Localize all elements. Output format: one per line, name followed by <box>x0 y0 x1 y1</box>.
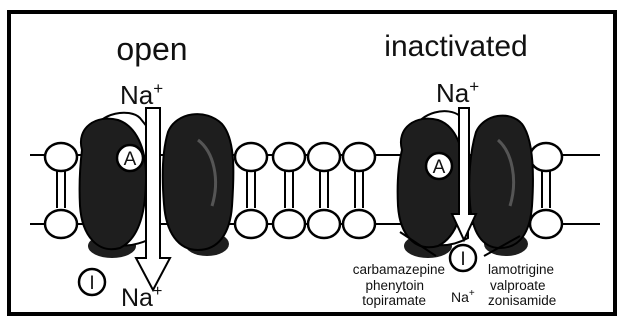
open-sodium-top-charge: + <box>153 79 163 98</box>
open-activation-gate-label: A <box>124 149 137 170</box>
state-title-inactivated: inactivated <box>384 30 527 63</box>
state-title-open: open <box>116 31 187 67</box>
drug-topiramate: topiramate <box>362 293 426 308</box>
inactivated-activation-gate: A <box>426 153 452 179</box>
inactivated-sodium-bottom-charge: + <box>469 288 475 299</box>
open-sodium-bottom-charge: + <box>153 283 162 300</box>
inactivated-inactivation-gate: I <box>450 245 476 271</box>
inactivated-inactivation-gate-label: I <box>460 249 465 270</box>
inactivated-sodium-top-charge: + <box>469 77 479 96</box>
drug-valproate: valproate <box>490 278 546 293</box>
drug-carbamazepine: carbamazepine <box>353 262 445 277</box>
open-inactivation-gate: I <box>79 269 105 295</box>
drug-lamotrigine: lamotrigine <box>488 262 554 277</box>
inactivated-activation-gate-label: A <box>433 157 446 178</box>
drug-zonisamide: zonisamide <box>488 293 556 308</box>
open-sodium-top-symbol: Na <box>120 80 154 110</box>
open-channel-right-subunit <box>163 114 234 250</box>
inactivated-sodium-top-symbol: Na <box>436 78 470 108</box>
open-sodium-bottom-symbol: Na <box>121 284 153 312</box>
open-activation-gate: A <box>117 145 143 171</box>
inactivated-sodium-bottom-symbol: Na <box>451 289 469 305</box>
open-channel-left-subunit <box>80 119 146 250</box>
drug-phenytoin: phenytoin <box>365 278 424 293</box>
open-inactivation-gate-label: I <box>89 273 94 294</box>
inactivated-channel-left-subunit <box>398 119 464 248</box>
inactivated-channel-right-subunit <box>469 116 533 248</box>
